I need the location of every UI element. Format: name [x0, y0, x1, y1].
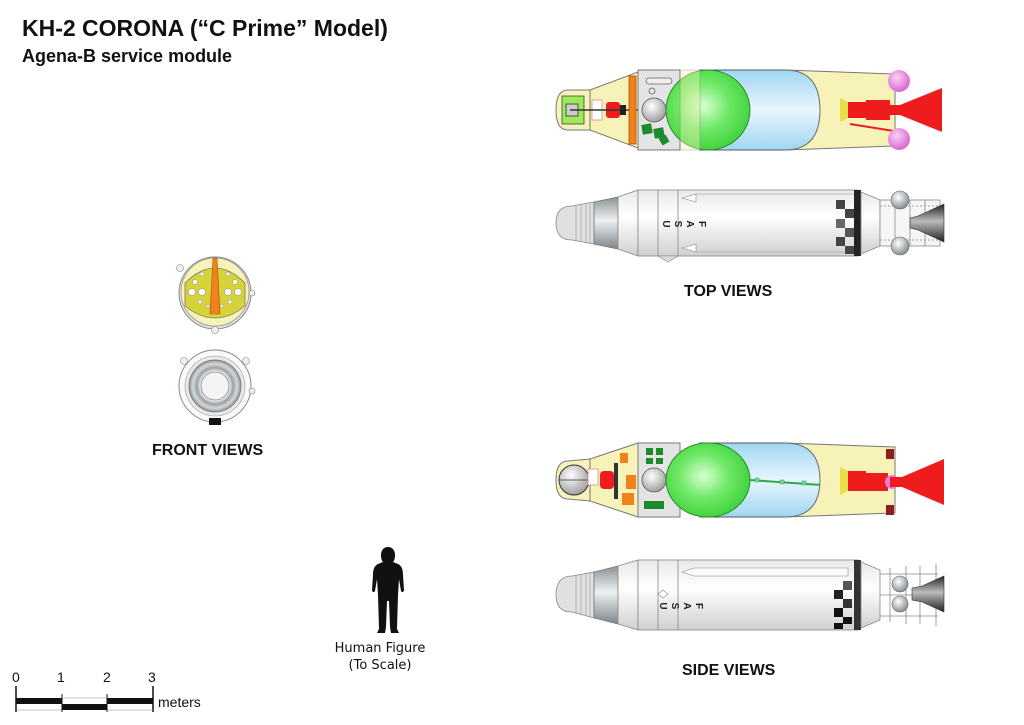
side-views-label: SIDE VIEWS: [682, 662, 776, 679]
front-view-exterior: [178, 349, 256, 425]
svg-text:F: F: [696, 221, 707, 227]
aft-ring: [854, 190, 861, 256]
side-view-exterior: U S A F: [555, 559, 945, 631]
scale-unit-label: meters: [158, 694, 201, 710]
scale-tick-0: 0: [12, 669, 20, 685]
main-hull: [637, 189, 859, 257]
scale-tick-2: 2: [103, 669, 111, 685]
engine-nozzle-exterior: [909, 203, 945, 243]
nose-cap: [555, 201, 595, 245]
fuel-tank: [665, 69, 751, 151]
scale-tick-3: 3: [148, 669, 156, 685]
checker-pattern-side: [834, 581, 852, 629]
scale-tick-1: 1: [57, 669, 65, 685]
human-figure-icon: [372, 547, 404, 633]
scale-bar: [15, 686, 154, 712]
aft-sphere-lower: [890, 236, 910, 256]
human-figure-caption: Human Figure (To Scale): [320, 640, 440, 674]
human-caption-line1: Human Figure: [334, 641, 426, 656]
pressure-sphere: [641, 97, 667, 123]
side-view-cutaway: [555, 442, 944, 518]
front-view-cutaway: [176, 256, 256, 334]
aft-block: [209, 418, 221, 425]
svg-text:A: A: [681, 602, 692, 609]
top-views-label: TOP VIEWS: [684, 283, 773, 300]
human-caption-line2: (To Scale): [348, 658, 412, 673]
svg-text:F: F: [693, 603, 704, 609]
usaf-marking: U S A F: [660, 220, 707, 227]
engine-pump: [848, 102, 866, 118]
engine-nozzle: [890, 88, 942, 132]
svg-text:S: S: [669, 603, 680, 610]
diagram-title: KH-2 CORONA (“C Prime” Model): [22, 15, 388, 41]
top-view-exterior: U S A F: [555, 189, 945, 263]
orange-instrument: [209, 257, 221, 315]
svg-text:A: A: [684, 220, 695, 227]
pressurant-sphere-upper: [888, 70, 910, 92]
aft-sphere-upper: [890, 190, 910, 210]
orange-panel: [628, 75, 637, 145]
svg-text:S: S: [672, 221, 683, 228]
diagram-subtitle: Agena-B service module: [22, 46, 233, 66]
metal-band: [593, 196, 619, 250]
checker-pattern: [836, 200, 854, 254]
svg-text:U: U: [657, 602, 668, 609]
battery-pack: [641, 123, 653, 135]
top-view-cutaway: [555, 69, 942, 151]
pressurant-sphere-lower: [888, 128, 910, 150]
svg-text:U: U: [660, 220, 671, 227]
front-views-label: FRONT VIEWS: [152, 442, 264, 459]
